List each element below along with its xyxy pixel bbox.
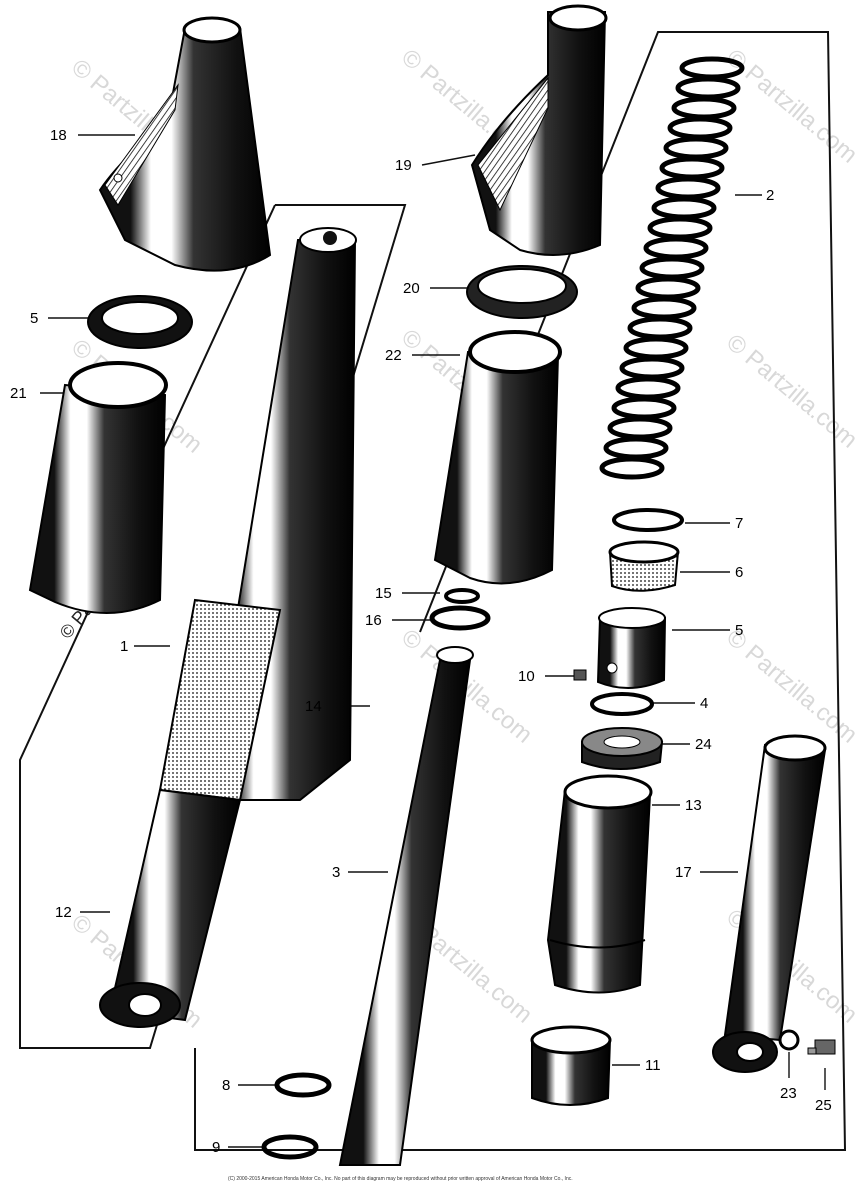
ring-15 bbox=[444, 588, 480, 604]
callout-15[interactable]: 15 bbox=[375, 585, 392, 602]
callout-8[interactable]: 8 bbox=[222, 1077, 230, 1094]
fork-pipe-14 bbox=[338, 646, 474, 1166]
circlip-7 bbox=[612, 508, 684, 532]
collar-11 bbox=[530, 1025, 612, 1106]
washer-23 bbox=[778, 1029, 800, 1051]
callout-14[interactable]: 14 bbox=[305, 698, 322, 715]
callout-12[interactable]: 12 bbox=[55, 904, 72, 921]
callout-1[interactable]: 1 bbox=[120, 638, 128, 655]
callout-19[interactable]: 19 bbox=[395, 157, 412, 174]
callout-labels: 18 19 2 5 20 21 22 7 6 15 16 5 1 10 4 14… bbox=[10, 127, 832, 1156]
snap-ring-9 bbox=[261, 1134, 319, 1160]
fork-cover-left bbox=[98, 16, 272, 272]
group-outlines bbox=[19, 31, 847, 1151]
callout-21[interactable]: 21 bbox=[10, 385, 27, 402]
bolt-10 bbox=[573, 669, 587, 681]
piston-ring-6 bbox=[608, 540, 680, 592]
callout-9[interactable]: 9 bbox=[212, 1139, 220, 1156]
circlip-4 bbox=[590, 692, 654, 716]
callout-13[interactable]: 13 bbox=[685, 797, 702, 814]
callout-17[interactable]: 17 bbox=[675, 864, 692, 881]
inner-parts-group-outline bbox=[194, 31, 847, 1151]
bottom-case-sleeve-13 bbox=[546, 774, 653, 994]
ring-16 bbox=[429, 605, 491, 631]
callout-4[interactable]: 4 bbox=[700, 695, 708, 712]
piston-5 bbox=[596, 607, 667, 690]
callout-10[interactable]: 10 bbox=[518, 668, 535, 685]
callout-5-seal[interactable]: 5 bbox=[30, 310, 38, 327]
snap-ring-8 bbox=[274, 1072, 332, 1098]
stopper-ring-24 bbox=[581, 727, 664, 770]
bottom-case-17 bbox=[712, 734, 827, 1073]
callout-24[interactable]: 24 bbox=[695, 736, 712, 753]
callout-11[interactable]: 11 bbox=[645, 1057, 661, 1074]
fork-spring bbox=[599, 56, 745, 480]
callout-7[interactable]: 7 bbox=[735, 515, 743, 532]
callout-3[interactable]: 3 bbox=[332, 864, 340, 881]
bolt-25 bbox=[807, 1039, 836, 1055]
fork-sleeve-right bbox=[433, 330, 562, 585]
copyright-note: (C) 2000-2015 American Honda Motor Co., … bbox=[228, 1176, 573, 1182]
callout-2[interactable]: 2 bbox=[766, 187, 774, 204]
oil-seal bbox=[87, 295, 193, 349]
fork-cover-right bbox=[470, 4, 608, 256]
callout-22[interactable]: 22 bbox=[385, 347, 402, 364]
rubber-seat bbox=[466, 265, 578, 319]
leader-lines bbox=[40, 134, 826, 1148]
callout-20[interactable]: 20 bbox=[403, 280, 420, 297]
callout-23[interactable]: 23 bbox=[780, 1085, 797, 1102]
left-fork-group-outline bbox=[19, 204, 407, 1049]
fork-sleeve-left bbox=[28, 361, 168, 614]
callout-16[interactable]: 16 bbox=[365, 612, 382, 629]
callout-18[interactable]: 18 bbox=[50, 127, 67, 144]
callout-6[interactable]: 6 bbox=[735, 564, 743, 581]
watermark-text: © Partzilla.com bbox=[721, 624, 855, 749]
callout-5-piston[interactable]: 5 bbox=[735, 622, 743, 639]
front-fork-assembly bbox=[99, 227, 357, 1028]
callout-25[interactable]: 25 bbox=[815, 1097, 832, 1114]
